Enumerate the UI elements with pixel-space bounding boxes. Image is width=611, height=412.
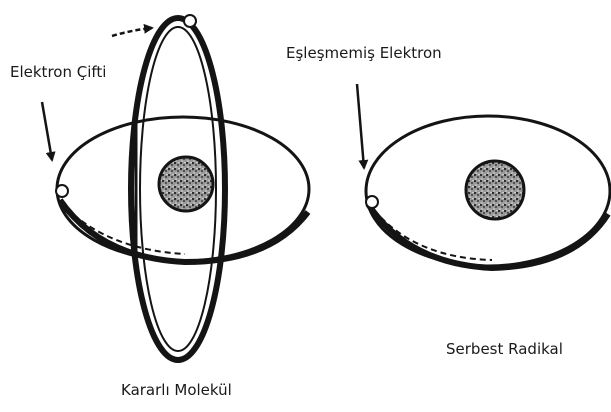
nucleus <box>159 157 213 211</box>
electron <box>366 196 378 208</box>
unpaired-electron-label: Eşleşmemiş Elektron <box>286 44 442 62</box>
electron-pair-label: Elektron Çifti <box>10 63 106 81</box>
unpaired-electron-arrow <box>357 84 364 168</box>
free-radical <box>357 84 610 268</box>
spin-arrow <box>112 28 152 36</box>
stable-molecule-label: Kararlı Molekül <box>121 381 232 399</box>
nucleus <box>466 161 524 219</box>
electron <box>56 185 68 197</box>
free-radical-label: Serbest Radikal <box>446 340 563 358</box>
electron-pair-arrow <box>42 102 52 160</box>
electron <box>184 15 196 27</box>
